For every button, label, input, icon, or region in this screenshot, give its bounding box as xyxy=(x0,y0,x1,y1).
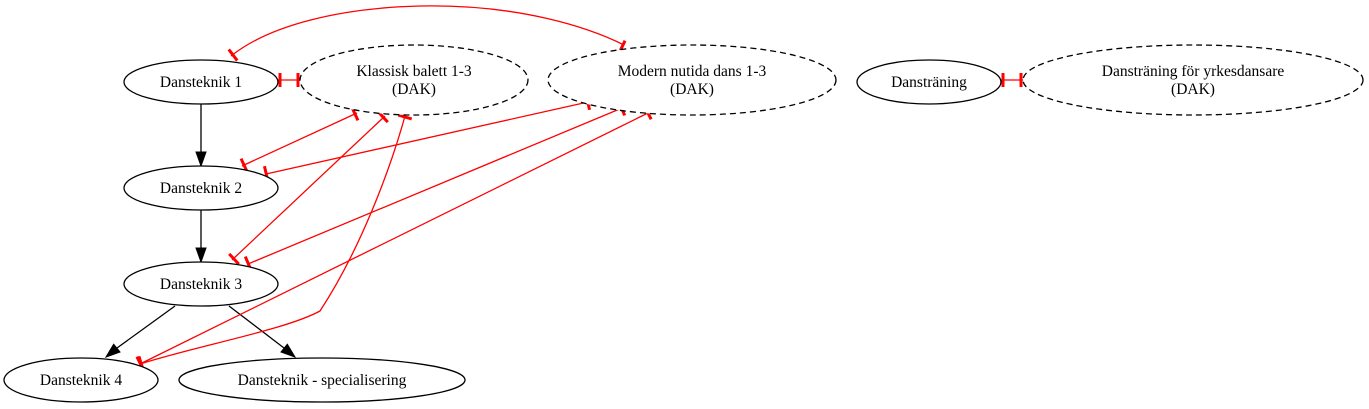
node-ellipse xyxy=(123,261,279,307)
dependency-line xyxy=(116,305,176,349)
node-ellipse xyxy=(547,44,837,116)
node-label: Dansträning xyxy=(891,74,967,91)
node-ellipse xyxy=(123,165,279,211)
arrowhead xyxy=(195,247,207,264)
node-ellipse xyxy=(1022,44,1364,116)
node-dtr[interactable]: Dansträning xyxy=(856,59,1002,105)
node-label: Dansteknik 3 xyxy=(160,276,242,293)
node-label: Klassisk balett 1-3 xyxy=(356,63,472,80)
node-ellipse xyxy=(856,59,1002,105)
exclusion-line xyxy=(230,5,625,57)
edge-dt4-kb xyxy=(137,113,413,371)
exclusion-line xyxy=(139,111,651,365)
edge-dt3-mnd xyxy=(243,101,627,271)
dependency-line xyxy=(228,305,285,349)
node-kb[interactable]: Klassisk balett 1-3(DAK) xyxy=(299,44,529,116)
node-label: Dansteknik 1 xyxy=(160,74,242,91)
exclusion-line xyxy=(247,107,623,265)
edge-dt2-kb xyxy=(239,107,360,172)
node-label: (DAK) xyxy=(392,81,436,98)
node-label: Dansteknik 2 xyxy=(160,180,242,197)
edge-dt1-kb xyxy=(278,73,300,87)
node-label: Modern nutida dans 1-3 xyxy=(618,63,767,80)
node-dty[interactable]: Dansträning för yrkesdansare(DAK) xyxy=(1022,44,1364,116)
tee-marker xyxy=(228,252,240,266)
edge-dt4-mnd xyxy=(135,106,653,370)
tee-marker xyxy=(397,113,413,121)
arrowhead xyxy=(280,343,297,358)
node-dt3[interactable]: Dansteknik 3 xyxy=(123,261,279,307)
exclusion-line xyxy=(139,115,406,365)
node-label: Dansträning för yrkesdansare xyxy=(1102,63,1285,80)
node-dt4[interactable]: Dansteknik 4 xyxy=(3,357,159,403)
tee-marker xyxy=(350,107,360,121)
tee-marker xyxy=(227,48,239,62)
arrowhead xyxy=(104,343,121,358)
node-dts[interactable]: Dansteknik - specialisering xyxy=(178,357,466,403)
exclusion-line xyxy=(231,115,386,261)
node-label: (DAK) xyxy=(1171,81,1215,98)
node-label: (DAK) xyxy=(670,81,714,98)
node-ellipse xyxy=(3,357,159,403)
edge-dtr-dty xyxy=(1001,73,1024,87)
exclusion-line xyxy=(241,112,358,167)
node-dt2[interactable]: Dansteknik 2 xyxy=(123,165,279,211)
edge-dt3-kb xyxy=(228,110,389,266)
node-mnd[interactable]: Modern nutida dans 1-3(DAK) xyxy=(547,44,837,116)
edge-dt1-dt2 xyxy=(195,104,207,168)
node-label: Dansteknik 4 xyxy=(40,372,122,389)
tee-marker xyxy=(239,158,249,172)
exclusion-line xyxy=(265,101,589,175)
edge-dt3-dts xyxy=(228,305,297,358)
node-ellipse xyxy=(299,44,529,116)
node-ellipse xyxy=(178,357,466,403)
node-layer: Dansteknik 1 Dansteknik 2 Dansteknik 3 Dans… xyxy=(3,44,1364,403)
node-dt1[interactable]: Dansteknik 1 xyxy=(123,59,279,105)
tee-marker xyxy=(377,110,389,124)
node-ellipse xyxy=(123,59,279,105)
node-label: Dansteknik - specialisering xyxy=(238,372,407,389)
arrowhead xyxy=(195,151,207,168)
edge-dt3-dt4 xyxy=(104,305,176,358)
edge-dt2-dt3 xyxy=(195,210,207,264)
